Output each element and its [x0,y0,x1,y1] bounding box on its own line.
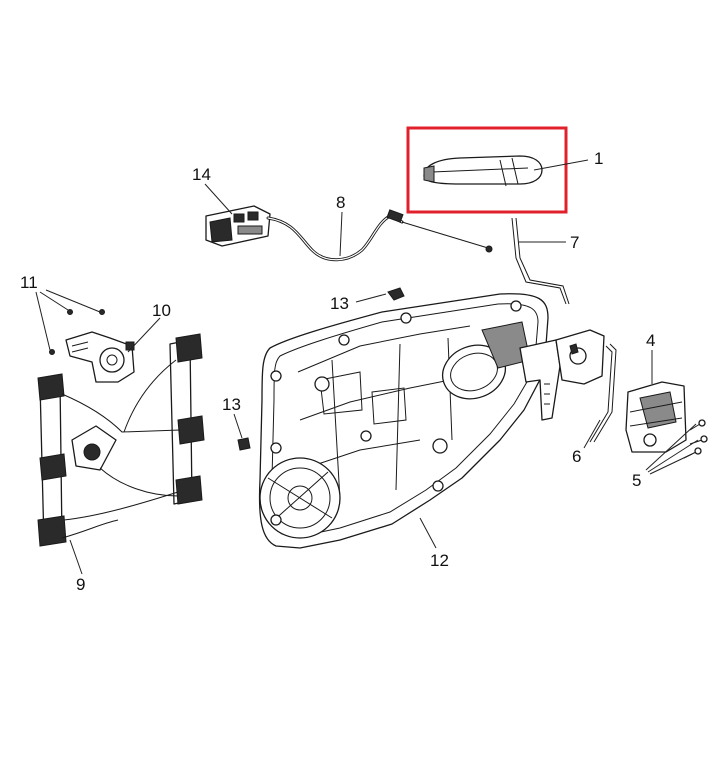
callout-11[interactable]: 11 [20,273,38,292]
link-rod-part-7[interactable] [511,217,570,305]
actuator-cable-part-8[interactable] [266,209,493,262]
selected-part-highlight-box [406,126,568,214]
callout-6[interactable]: 6 [572,447,581,466]
callout-9[interactable]: 9 [76,575,85,594]
callout-8[interactable]: 8 [336,193,345,212]
callout-10[interactable]: 10 [152,301,171,320]
callout-13-upper[interactable]: 13 [330,294,349,313]
clip-part-13-upper[interactable] [387,287,405,301]
link-rod-part-6[interactable] [589,343,617,443]
callout-1[interactable]: 1 [594,149,603,168]
callout-4[interactable]: 4 [646,331,655,350]
fasteners-part-11[interactable] [49,309,105,355]
lock-module-part-14[interactable] [205,205,271,247]
latch-bracket[interactable] [519,329,605,421]
callout-numbers: 1 7 8 14 13 13 10 11 4 5 6 12 9 [20,149,655,594]
door-module-panel-part-12[interactable] [258,293,549,549]
door-handle-part-1[interactable] [423,155,543,187]
callout-5[interactable]: 5 [632,471,641,490]
clip-part-13-lower[interactable] [237,437,251,451]
window-motor-part-10[interactable] [65,331,135,383]
callout-13-lower[interactable]: 13 [222,395,241,414]
callout-14[interactable]: 14 [192,165,211,184]
callout-7[interactable]: 7 [570,233,579,252]
leader-lines [35,159,699,575]
callout-12[interactable]: 12 [430,551,449,570]
screws-part-5[interactable] [683,419,708,459]
window-regulator-part-9[interactable] [37,333,205,547]
door-latch-part-4[interactable] [625,381,687,453]
